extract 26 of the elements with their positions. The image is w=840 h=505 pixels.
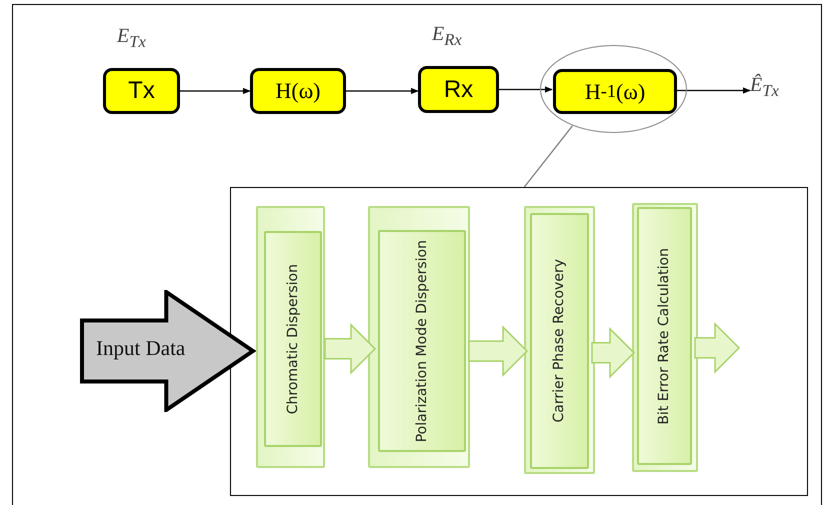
process-step (637, 207, 692, 465)
process-block: H(ω) (250, 68, 346, 114)
block-arrow (468, 325, 528, 377)
detail-panel (230, 187, 808, 496)
arrow-label: Input Data (96, 336, 186, 361)
process-step (264, 231, 322, 447)
step-label: Carrier Phase Recovery (550, 259, 568, 423)
process-block: Rx (418, 66, 499, 113)
block-arrow (694, 322, 740, 374)
output-signal-label: Ê$_{Tx}$ (750, 74, 779, 101)
leader-line (524, 126, 573, 188)
step-label: Chromatic Dispersion (284, 264, 302, 414)
block-arrow (324, 322, 376, 375)
arrow (499, 86, 553, 93)
arrow (180, 88, 251, 94)
step-label: Polarization Mode Dispersion (412, 240, 430, 442)
highlight-ellipse (540, 45, 687, 133)
process-step (378, 230, 466, 452)
signal-label: E$_{Rx}$ (432, 23, 462, 50)
process-block: Tx (103, 68, 180, 114)
process-step (530, 213, 589, 469)
arrow (676, 87, 751, 94)
signal-label: E$_{Tx}$ (117, 25, 146, 52)
arrow (346, 88, 419, 94)
step-label: Bit Error Rate Calculation (655, 248, 673, 424)
block-arrow (591, 326, 636, 379)
